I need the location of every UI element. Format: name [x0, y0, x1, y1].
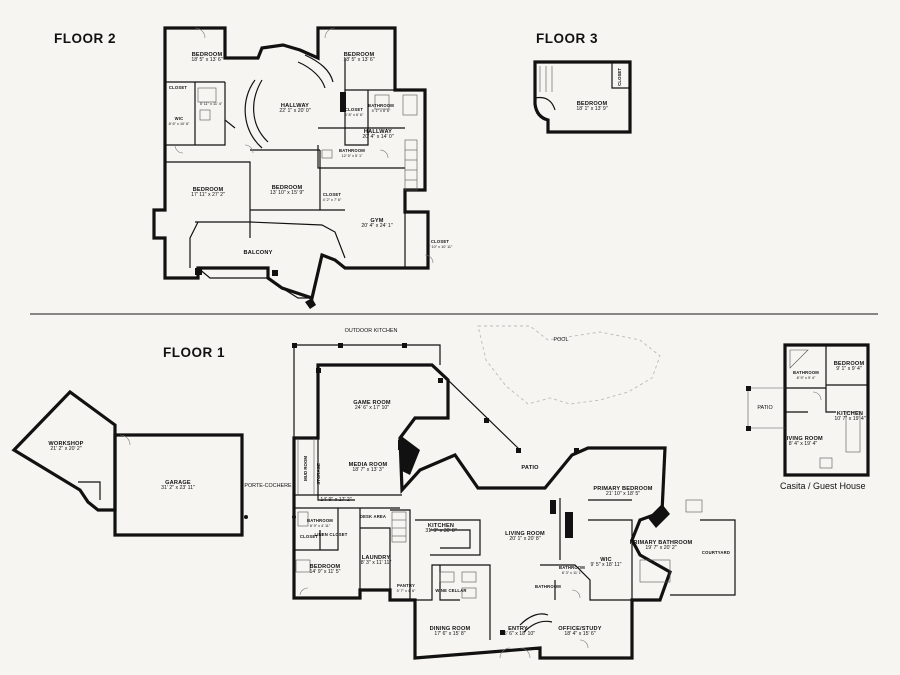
pool-outline — [477, 325, 661, 405]
casita-caption: Casita / Guest House — [780, 481, 866, 491]
room-label: COURTYARD — [701, 550, 731, 555]
room-label: BALCONY — [243, 250, 273, 256]
room-label: CLOSET — [299, 534, 319, 539]
casita-plan — [746, 343, 870, 477]
porte-cochere-label: PORTE-COCHERE — [244, 483, 292, 489]
room-label: 14' 9" x 17' 2" — [320, 497, 352, 503]
room-label: WINE CELLAR — [435, 588, 467, 593]
floor-3-title: FLOOR 3 — [536, 31, 599, 46]
room-label: DESK AREA — [359, 514, 387, 519]
room-label: LINEN CLOSET — [314, 532, 348, 537]
floor-2-title: FLOOR 2 — [54, 31, 117, 46]
room-label: BATHROOM — [535, 584, 561, 589]
mud-room-label: MUD ROOM — [303, 456, 308, 481]
room-label: PATIO — [521, 465, 539, 471]
floor-1-title: FLOOR 1 — [163, 345, 226, 360]
room-label: 5' 11" x 11' 4" — [199, 102, 223, 106]
outdoor-kitchen-label: OUTDOOR KITCHEN — [344, 328, 398, 334]
floor-2-plan — [152, 26, 434, 309]
room-label: CLOSET — [617, 68, 622, 86]
room-label: CLOSET — [168, 85, 188, 90]
casita-patio-label: PATIO — [757, 405, 773, 411]
pool-label: POOL — [553, 337, 569, 343]
floor-3-plan — [533, 60, 632, 134]
storage-label: STORAGE — [316, 463, 321, 485]
floor-1-plan — [11, 343, 736, 660]
